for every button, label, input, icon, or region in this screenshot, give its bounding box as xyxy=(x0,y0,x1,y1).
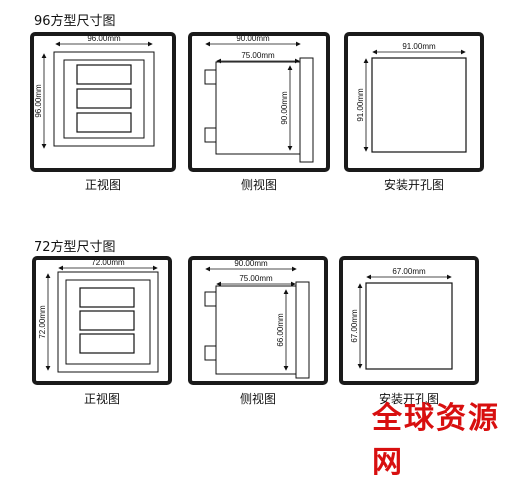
display-window-2 xyxy=(79,310,135,331)
terminal-bottom xyxy=(204,127,217,143)
side-body-label: 75.00mm xyxy=(241,51,275,60)
terminal-bottom xyxy=(204,345,217,361)
display-window-1 xyxy=(79,287,135,308)
cutout-height-label: 67.00mm xyxy=(350,309,359,343)
side-depth-label: 90.00mm xyxy=(236,34,270,43)
cutout-height-label: 91.00mm xyxy=(356,88,365,122)
cutout-width-label: 91.00mm xyxy=(402,42,436,51)
display-window-2 xyxy=(76,88,132,109)
caption-front-72: 正视图 xyxy=(83,392,120,406)
front-width-label: 72.00mm xyxy=(91,258,125,267)
caption-side-96: 侧视图 xyxy=(240,178,277,192)
front-view-72: 72.00mm 72.00mm xyxy=(32,256,172,385)
side-height-label: 66.00mm xyxy=(276,313,285,347)
watermark: 全球资源网 xyxy=(372,401,500,480)
side-view-72: 90.00mm 75.00mm 66.00mm xyxy=(188,256,328,385)
display-window-1 xyxy=(76,64,132,85)
side-depth-label: 90.00mm xyxy=(234,259,268,268)
side-view-96: 90.00mm 75.00mm 90.00mm xyxy=(188,32,330,172)
cutout-view-96: 91.00mm 91.00mm xyxy=(344,32,484,172)
terminal-top xyxy=(204,291,217,307)
display-window-3 xyxy=(79,333,135,354)
section-title-96: 96方型尺寸图 xyxy=(34,14,116,29)
front-height-label: 96.00mm xyxy=(34,84,43,118)
section-title-72: 72方型尺寸图 xyxy=(34,240,116,255)
cutout-width-label: 67.00mm xyxy=(392,267,426,276)
caption-cutout-96: 安装开孔图 xyxy=(383,178,444,192)
caption-front-96: 正视图 xyxy=(84,178,121,192)
side-height-label: 90.00mm xyxy=(280,91,289,125)
side-body-label: 75.00mm xyxy=(239,274,273,283)
front-width-label: 96.00mm xyxy=(87,34,121,43)
caption-side-72: 侧视图 xyxy=(239,392,276,406)
display-window-3 xyxy=(76,112,132,133)
dimension-diagram: 96.00mm 96.00mm 90.00mm 75.00mm 90.00mm … xyxy=(30,32,484,385)
front-height-label: 72.00mm xyxy=(38,305,47,339)
cutout-view-72: 67.00mm 67.00mm xyxy=(339,256,479,385)
front-view-96: 96.00mm 96.00mm xyxy=(30,32,176,172)
caption-cutout-72: 安装开孔图 xyxy=(378,392,439,406)
terminal-top xyxy=(204,69,217,85)
